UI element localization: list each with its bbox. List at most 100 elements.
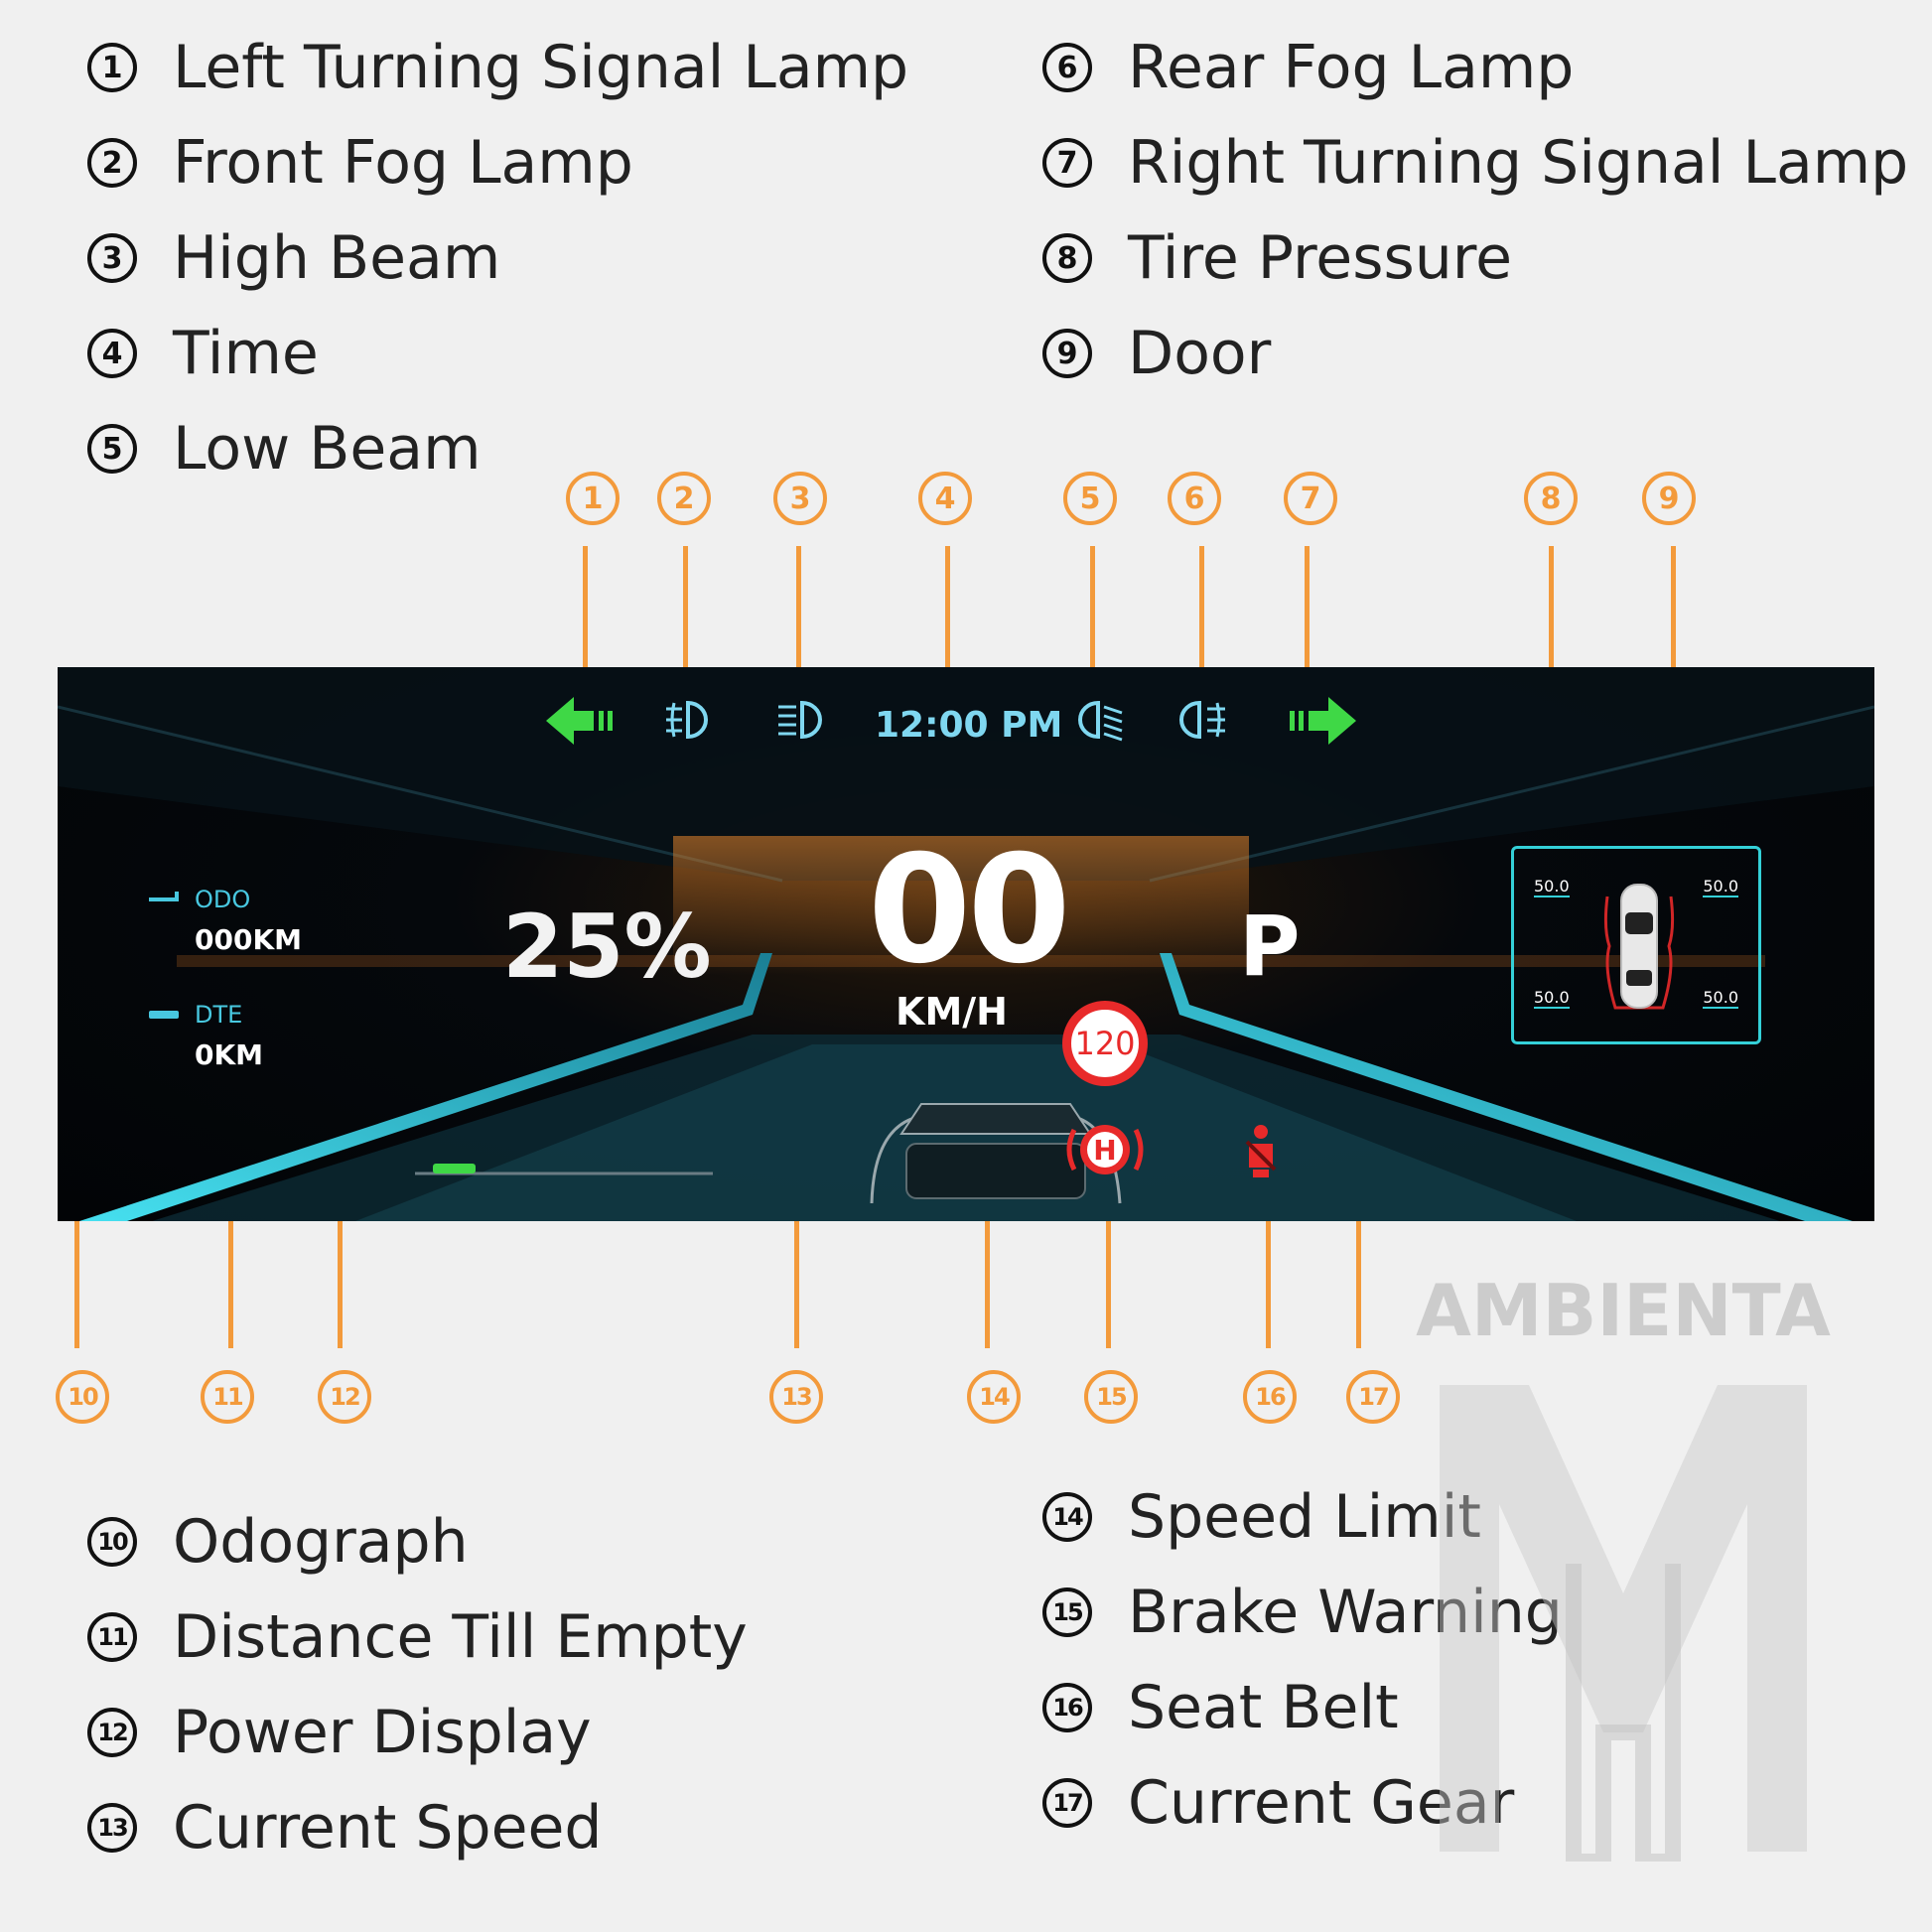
legend-number: 15 [1042,1587,1092,1637]
legend-label: Left Turning Signal Lamp [173,33,909,102]
callout-17: 17 [1346,1370,1400,1424]
odo-value: 000KM [195,923,303,956]
legend-label: Distance Till Empty [173,1602,748,1672]
brake-warning-icon: H [1066,1125,1144,1174]
legend-number: 6 [1042,43,1092,92]
callout-12: 12 [318,1370,371,1424]
car-top-view-icon [1603,884,1675,1010]
legend-label: Right Turning Signal Lamp [1128,128,1909,198]
legend-item: 8 Tire Pressure [1042,210,1908,306]
legend-number: 7 [1042,138,1092,188]
callout-16: 16 [1243,1370,1297,1424]
callout-14: 14 [967,1370,1021,1424]
callout-5: 5 [1063,472,1117,525]
legend-label: Time [173,319,319,388]
road-graphic [58,667,1874,1221]
time-display: 12:00 PM [875,705,1063,746]
legend-number: 4 [87,329,137,378]
legend-label: Brake Warning [1128,1578,1563,1647]
callout-10: 10 [56,1370,109,1424]
callout-7: 7 [1284,472,1337,525]
power-display: 25% [502,896,712,998]
legend-item: 5 Low Beam [87,401,908,496]
legend-label: Speed Limit [1128,1482,1481,1552]
seat-belt-icon [1245,1125,1277,1177]
legend-item: 16 Seat Belt [1042,1660,1563,1755]
front-fog-icon [666,700,708,740]
legend-bottom-left: 10 Odograph 11 Distance Till Empty 12 Power D… [87,1494,748,1875]
tire-pressure-rear-right: 50.0 [1703,988,1738,1009]
legend-item: 6 Rear Fog Lamp [1042,20,1908,115]
tire-pressure-rear-left: 50.0 [1534,988,1570,1009]
legend-number: 14 [1042,1492,1092,1542]
speed-unit: KM/H [896,990,1008,1034]
legend-number: 16 [1042,1683,1092,1732]
callout-11: 11 [201,1370,254,1424]
legend-item: 4 Time [87,306,908,401]
odo-label: ODO [195,886,251,913]
legend-number: 1 [87,43,137,92]
legend-label: High Beam [173,223,501,293]
right-arrow-icon [1290,697,1356,745]
legend-label: Tire Pressure [1128,223,1513,293]
callout-8: 8 [1524,472,1578,525]
legend-number: 13 [87,1803,137,1853]
legend-number: 3 [87,233,137,283]
fuel-range-icon [149,1011,179,1019]
tire-pressure-front-left: 50.0 [1534,877,1570,897]
legend-label: Current Speed [173,1793,603,1863]
legend-top-right: 6 Rear Fog Lamp 7 Right Turning Signal Lamp… [1042,20,1908,401]
legend-item: 13 Current Speed [87,1780,748,1875]
callout-13: 13 [769,1370,823,1424]
legend-label: Odograph [173,1507,469,1577]
power-level-bar [433,1164,476,1173]
callout-6: 6 [1168,472,1221,525]
legend-number: 5 [87,424,137,474]
legend-label: Door [1128,319,1272,388]
speed-limit-value: 120 [1074,1025,1136,1062]
current-gear: P [1239,897,1301,995]
current-speed: 00 [868,824,1071,997]
legend-label: Low Beam [173,414,482,483]
brake-warning-symbol: H [1093,1134,1116,1167]
tire-pressure-panel: 50.0 50.0 50.0 50.0 [1511,846,1761,1044]
legend-label: Seat Belt [1128,1673,1399,1742]
legend-label: Current Gear [1128,1768,1515,1838]
legend-item: 7 Right Turning Signal Lamp [1042,115,1908,210]
callout-2: 2 [657,472,711,525]
dte-value: 0KM [195,1038,264,1071]
legend-number: 10 [87,1517,137,1567]
callout-1: 1 [566,472,620,525]
legend-item: 1 Left Turning Signal Lamp [87,20,908,115]
callout-9: 9 [1642,472,1696,525]
legend-item: 10 Odograph [87,1494,748,1589]
callout-15: 15 [1084,1370,1138,1424]
legend-item: 15 Brake Warning [1042,1565,1563,1660]
left-arrow-icon [546,697,613,745]
legend-item: 2 Front Fog Lamp [87,115,908,210]
legend-label: Power Display [173,1698,592,1767]
legend-number: 8 [1042,233,1092,283]
legend-item: 11 Distance Till Empty [87,1589,748,1685]
callout-3: 3 [773,472,827,525]
ambienta-logo: AMBIENTA [1416,1269,1831,1862]
low-beam-icon [1078,700,1123,742]
rear-fog-icon [1179,700,1225,740]
legend-number: 2 [87,138,137,188]
legend-number: 11 [87,1612,137,1662]
legend-number: 17 [1042,1778,1092,1828]
tire-pressure-front-right: 50.0 [1703,877,1738,897]
callout-4: 4 [918,472,972,525]
legend-top-left: 1 Left Turning Signal Lamp 2 Front Fog Lamp… [87,20,908,496]
legend-item: 14 Speed Limit [1042,1469,1563,1565]
legend-label: Rear Fog Lamp [1128,33,1575,102]
odometer-icon [149,892,179,901]
legend-label: Front Fog Lamp [173,128,633,198]
legend-item: 12 Power Display [87,1685,748,1780]
legend-number: 12 [87,1708,137,1757]
speed-limit-sign: 120 [1062,1001,1148,1086]
svg-text:AMBIENTA: AMBIENTA [1416,1269,1831,1352]
instrument-cluster-screen: 12:00 PM ODO 000KM DTE 0KM 25% 00 KM/H P… [58,667,1874,1221]
